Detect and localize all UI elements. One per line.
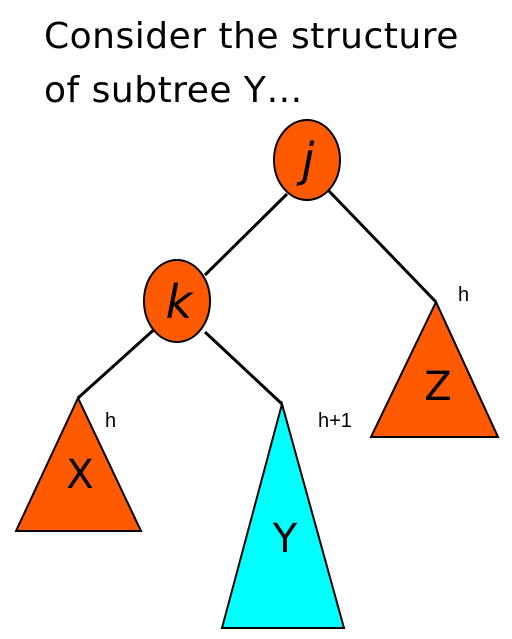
height-z-label: h bbox=[458, 284, 469, 306]
height-x-label: h bbox=[105, 410, 116, 432]
edge-j-z bbox=[326, 188, 438, 304]
edge-k-x bbox=[76, 324, 160, 400]
subtree-z-triangle bbox=[369, 299, 500, 438]
edge-k-y bbox=[203, 330, 284, 406]
subtree-y-label: Y bbox=[272, 516, 298, 562]
subtree-x-triangle bbox=[14, 395, 143, 532]
subtree-y-triangle bbox=[220, 400, 346, 629]
edge-j-k bbox=[203, 192, 289, 277]
title-line-1: Consider the structure bbox=[44, 16, 459, 57]
title-line-2: of subtree Y… bbox=[44, 70, 303, 111]
node-k-circle bbox=[143, 259, 211, 343]
subtree-z-label: Z bbox=[424, 364, 451, 410]
subtree-x-label: X bbox=[66, 452, 93, 498]
node-j-circle bbox=[273, 119, 341, 201]
height-y-label: h+1 bbox=[318, 410, 352, 432]
slide-title: Consider the structure of subtree Y… bbox=[44, 10, 504, 118]
node-k-label: k bbox=[166, 275, 195, 329]
